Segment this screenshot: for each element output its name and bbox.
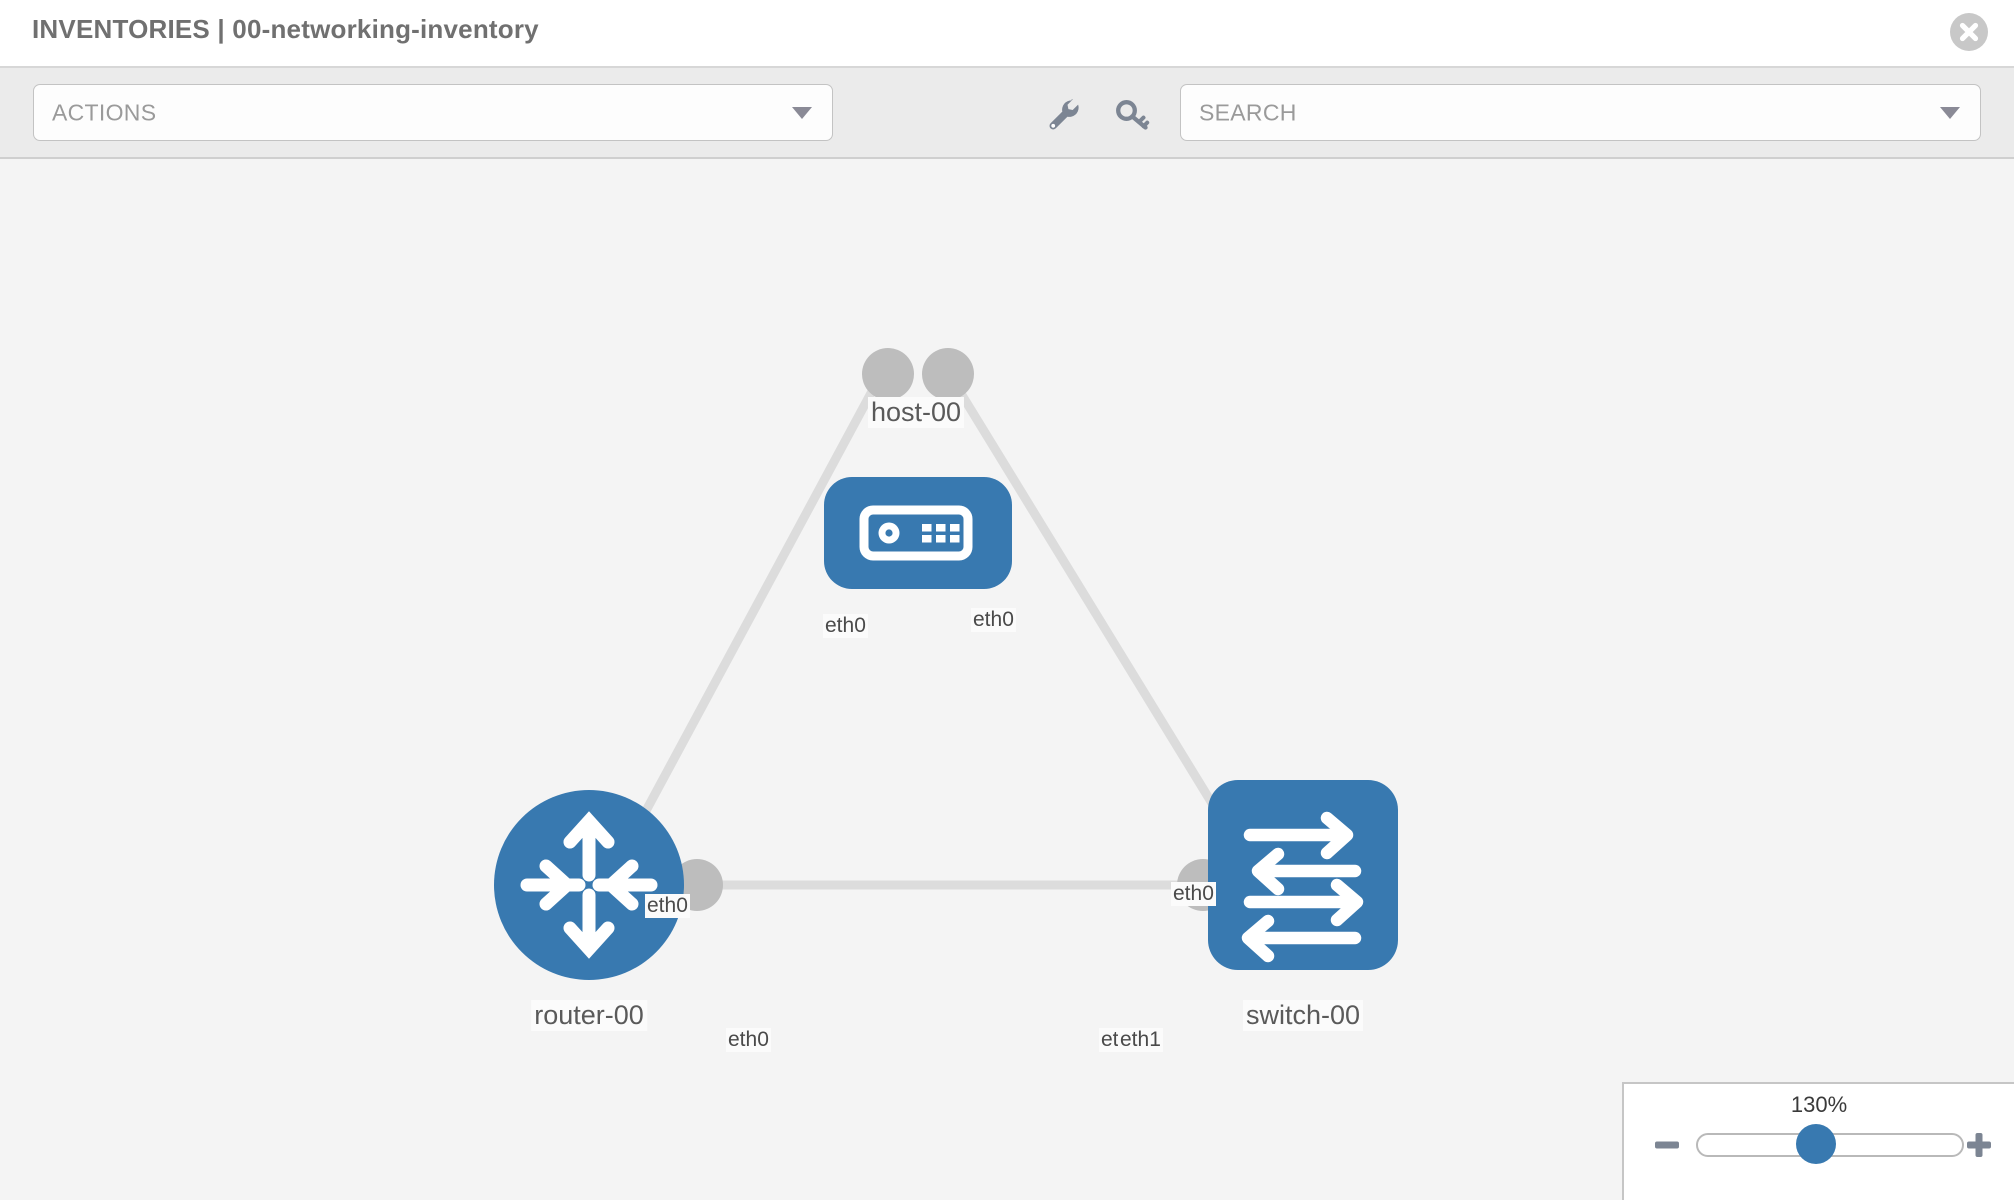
iface-label-router-00-uplink: eth0 [645, 894, 690, 918]
zoom-slider-thumb[interactable] [1796, 1124, 1836, 1164]
zoom-level-label: 130% [1790, 1092, 1848, 1117]
page-title: INVENTORIES | 00-networking-inventory [32, 14, 539, 44]
title-bar: INVENTORIES | 00-networking-inventory [0, 0, 2014, 68]
zoom-in-button[interactable] [1964, 1130, 1994, 1160]
node-label-host-00: host-00 [867, 397, 965, 428]
node-label-router-00: router-00 [531, 1000, 647, 1031]
wrench-icon[interactable] [1042, 94, 1082, 134]
node-switch-00 [1208, 780, 1398, 970]
iface-label-host-00-right: eth0 [971, 608, 1016, 632]
toolbar: ACTIONS SEARCH [0, 68, 2014, 159]
iface-label-host-00-left: eth0 [823, 614, 868, 638]
chevron-down-icon [792, 106, 812, 119]
chevron-down-icon [1940, 106, 1960, 119]
topology-canvas[interactable]: host-00 router-00 switch-00 eth0 eth0 et… [0, 159, 2014, 1200]
node-router-00 [494, 790, 684, 980]
zoom-control-panel: 130% [1622, 1082, 2014, 1200]
node-label-switch-00: switch-00 [1242, 1000, 1364, 1031]
topology-links [616, 366, 1244, 890]
actions-dropdown-label: ACTIONS [52, 99, 157, 125]
search-placeholder: SEARCH [1199, 99, 1297, 125]
search-input[interactable]: SEARCH [1180, 84, 1981, 141]
close-icon[interactable] [1950, 13, 1988, 51]
key-icon[interactable] [1112, 94, 1152, 134]
topology-graph [494, 348, 1398, 980]
topology-connectors [671, 348, 1263, 911]
iface-label-router-00-lan: eth0 [726, 1028, 771, 1052]
iface-label-switch-00-uplink: eth0 [1171, 882, 1216, 906]
node-host-00 [824, 477, 1012, 589]
zoom-out-button[interactable] [1652, 1130, 1682, 1160]
actions-dropdown[interactable]: ACTIONS [33, 84, 833, 141]
iface-label-switch-00-lan: eth1 [1118, 1028, 1163, 1052]
